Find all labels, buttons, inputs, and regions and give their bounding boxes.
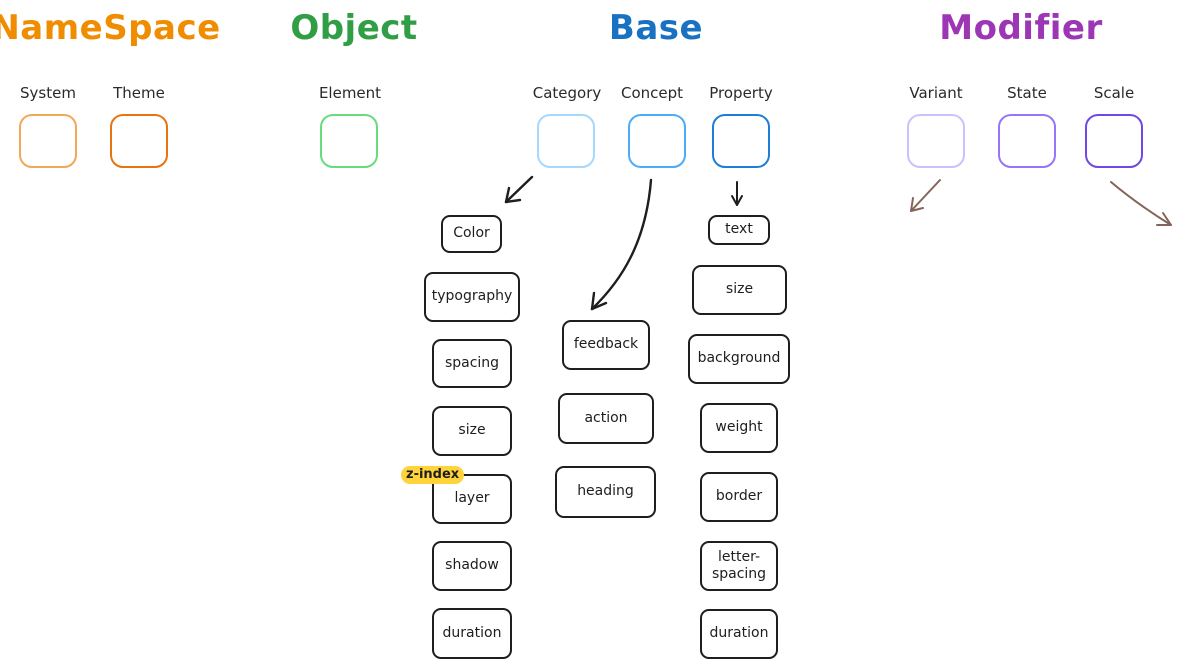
- concept-item-feedback: feedback: [562, 320, 650, 370]
- property-item-weight: weight: [700, 403, 778, 453]
- system-label: System: [20, 84, 76, 102]
- concept-item-action: action: [558, 393, 654, 444]
- variant-swatch: [907, 114, 965, 168]
- namespace-heading: NameSpace: [0, 8, 221, 48]
- property-item-border: border: [700, 472, 778, 522]
- property-item-size: size: [692, 265, 787, 315]
- state-swatch: [998, 114, 1056, 168]
- scale-arrow: [1110, 181, 1172, 226]
- system-swatch: [19, 114, 77, 168]
- object-heading: Object: [290, 8, 418, 48]
- element-swatch: [320, 114, 378, 168]
- base-heading: Base: [608, 8, 704, 48]
- property-swatch: [712, 114, 770, 168]
- category-item-size: size: [432, 406, 512, 456]
- property-arrow: [731, 181, 743, 206]
- category-label: Category: [532, 84, 602, 102]
- z-index-tag: z-index: [401, 466, 465, 484]
- category-item-color: Color: [441, 215, 502, 253]
- concept-item-heading: heading: [555, 466, 656, 518]
- property-label: Property: [709, 84, 773, 102]
- concept-arrow: [590, 178, 653, 311]
- concept-swatch: [628, 114, 686, 168]
- property-item-background: background: [688, 334, 790, 384]
- property-item-text: text: [708, 215, 770, 245]
- category-item-duration: duration: [432, 608, 512, 659]
- scale-label: Scale: [1093, 84, 1135, 102]
- variant-label: Variant: [909, 84, 963, 102]
- element-label: Element: [318, 84, 382, 102]
- category-item-typography: typography: [424, 272, 520, 322]
- theme-swatch: [110, 114, 168, 168]
- state-label: State: [1007, 84, 1047, 102]
- concept-label: Concept: [620, 84, 684, 102]
- variant-arrow: [910, 179, 941, 212]
- theme-label: Theme: [113, 84, 165, 102]
- scale-swatch: [1085, 114, 1143, 168]
- category-swatch: [537, 114, 595, 168]
- modifier-heading: Modifier: [939, 8, 1103, 48]
- property-item-duration: duration: [700, 609, 778, 659]
- category-item-spacing: spacing: [432, 339, 512, 388]
- category-arrow: [504, 175, 534, 204]
- property-item-letter-spacing: letter-spacing: [700, 541, 778, 591]
- category-item-shadow: shadow: [432, 541, 512, 591]
